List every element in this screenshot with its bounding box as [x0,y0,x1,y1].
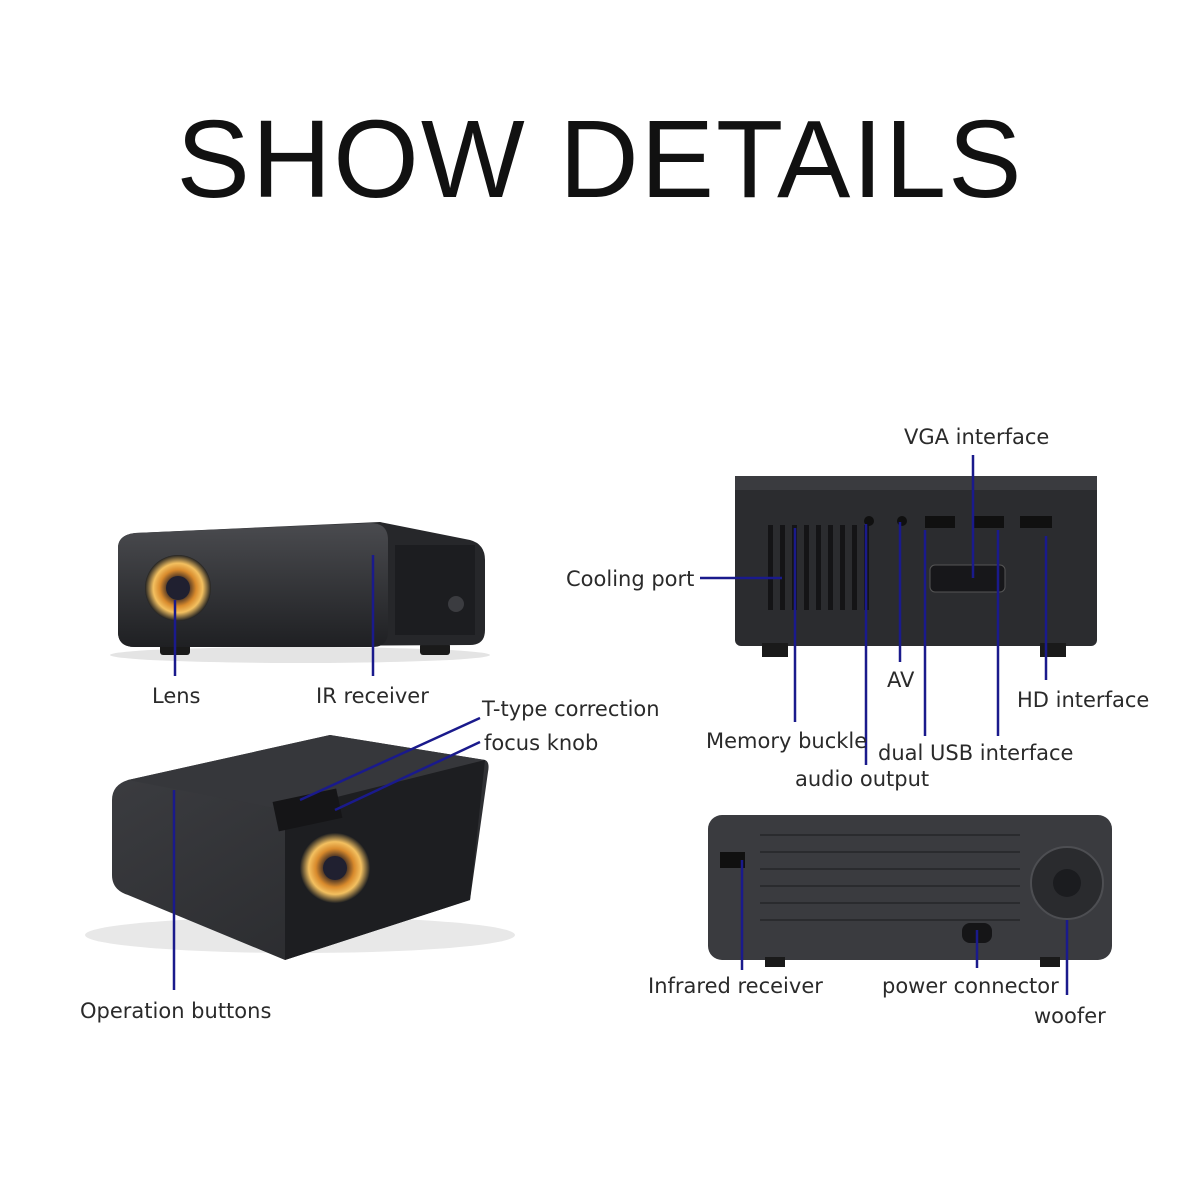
label-hd-interface: HD interface [1017,688,1150,712]
cooling-vent [768,525,869,610]
leader-lines [172,455,1069,995]
label-vga-interface: VGA interface [904,425,1050,449]
leader-focus-knob [334,740,481,812]
leader-t-type-correction [299,716,481,802]
label-t-type-correction: T-type correction [482,697,660,721]
label-power-connector: power connector [882,974,1059,998]
label-cooling-port: Cooling port [566,567,695,591]
label-dual-usb-interface: dual USB interface [878,741,1074,765]
label-operation-buttons: Operation buttons [80,999,272,1023]
label-ir-receiver: IR receiver [316,684,429,708]
label-focus-knob: focus knob [484,731,599,755]
label-lens: Lens [152,684,201,708]
projector-side-view [708,815,1112,967]
page-title: SHOW DETAILS [176,98,1024,221]
projector-rear-view [735,476,1097,657]
label-infrared-receiver: Infrared receiver [648,974,823,998]
label-audio-output: audio output [795,767,930,791]
label-memory-buckle: Memory buckle [706,729,868,753]
label-av: AV [887,668,915,692]
projector-front-view [110,522,490,663]
projector-angled-view [85,735,515,960]
label-woofer: woofer [1034,1004,1106,1028]
